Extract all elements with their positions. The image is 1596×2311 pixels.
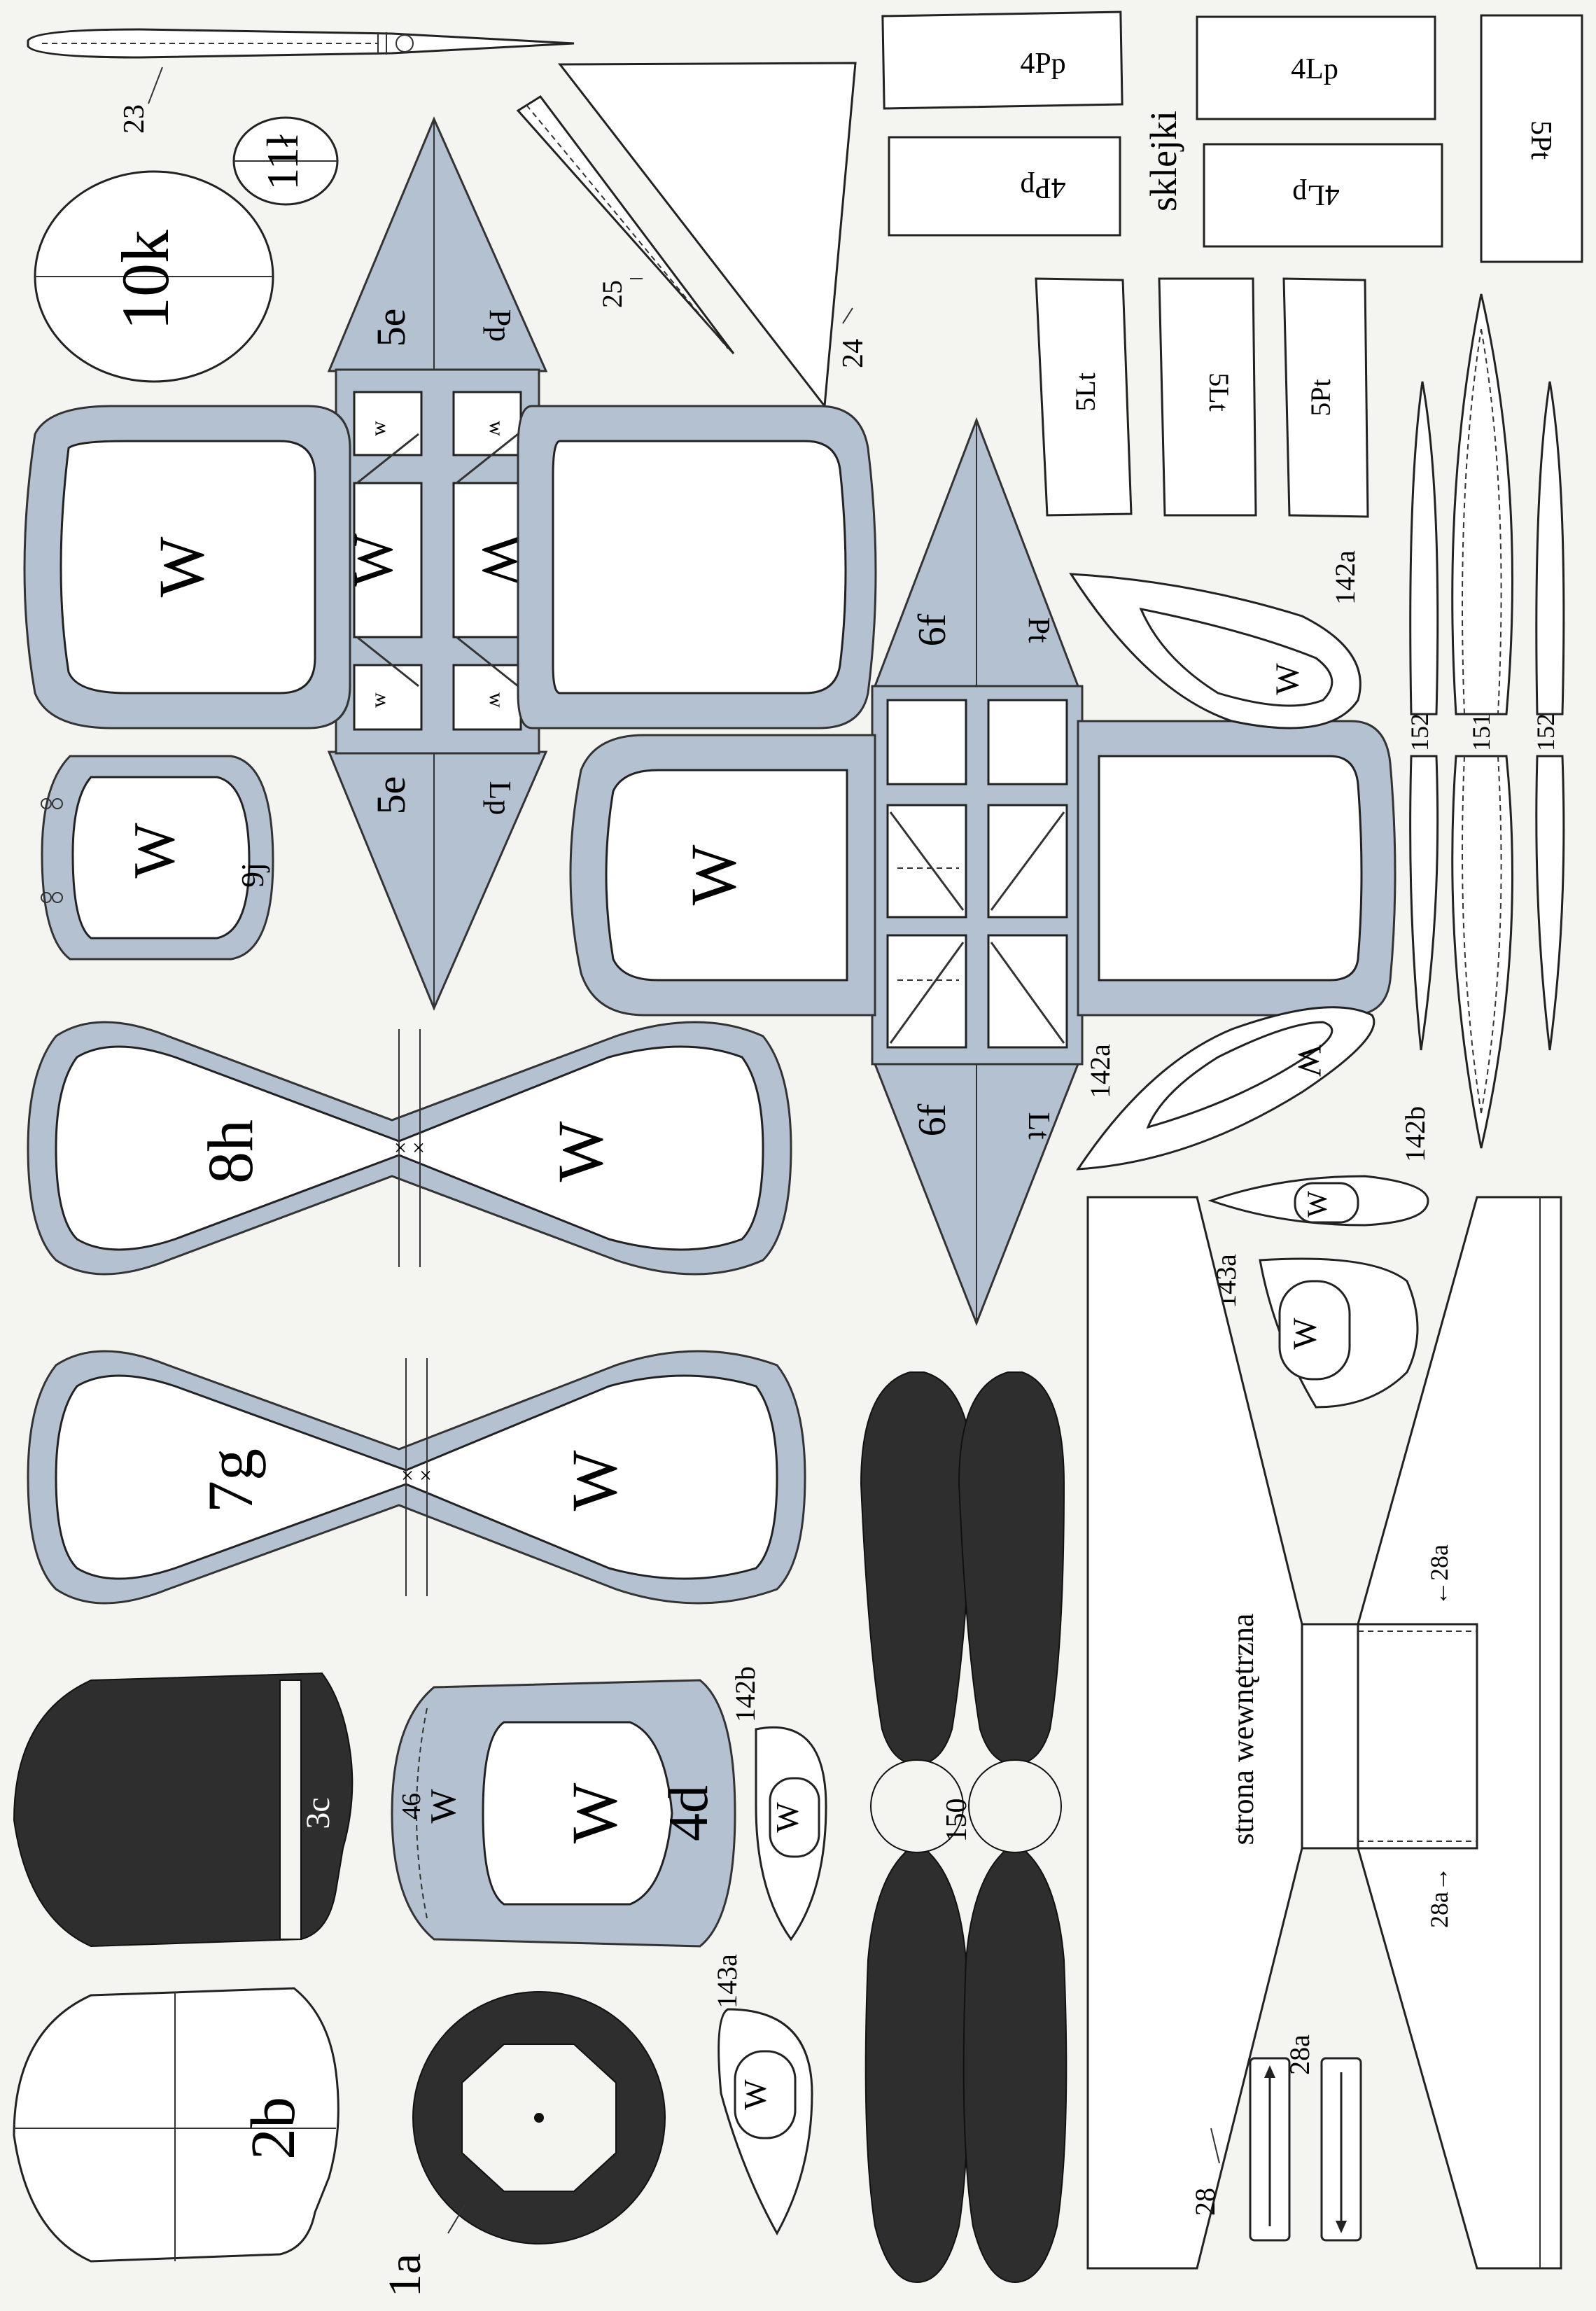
label-28a-right: 28a→ [1425, 1866, 1453, 1928]
label-10k: 10k [108, 230, 183, 330]
label-2b: 2b [239, 2097, 308, 2160]
part-4d: W 4d 46 W [391, 1679, 736, 1948]
part-25: 25 [516, 95, 735, 354]
label-4d: 4d [658, 1785, 720, 1841]
w-mark-46: W [424, 1789, 463, 1823]
part-23: 23 [27, 28, 575, 134]
label-142b-upper: 142b [1399, 1106, 1431, 1162]
w-mark-upper-5: w [367, 692, 390, 708]
part-9j: W 9j [41, 755, 274, 961]
frame-assembly-6f: 6f Pt 6f Lt W [569, 417, 1396, 1327]
label-6f-top: 6f [911, 613, 954, 646]
label-142b-lower: 142b [729, 1666, 761, 1722]
part-142b-upper: W 142b [1208, 1106, 1431, 1227]
sheet-title: sklejki [1142, 111, 1184, 211]
label-Lt: Lt [1022, 1112, 1056, 1139]
w-mark-ring-6f: W [678, 844, 749, 905]
frame-assembly-5e: 5e Pp 5e Lp w w W W w w W [23, 116, 877, 1011]
label-9j: 9j [234, 863, 270, 888]
part-142a-upper: W 142a [1069, 550, 1362, 729]
label-25: 25 [596, 280, 628, 308]
part-143a-upper: W 143a [1210, 1254, 1419, 1409]
x-mark-7g-2: × [419, 1462, 432, 1488]
label-5Pt-side: 5Pt [1525, 120, 1557, 160]
x-mark-8h-2: × [412, 1135, 425, 1160]
label-151: 151 [1467, 713, 1495, 751]
label-3c: 3c [300, 1797, 337, 1829]
part-1a: 1a [379, 1991, 666, 2297]
w-mark-upper-6: w [485, 692, 508, 708]
x-mark-7g-1: × [401, 1462, 414, 1488]
w-mark-143a-lower: W [737, 2079, 773, 2110]
part-3c: 3c [13, 1672, 354, 1948]
wing-struts: 152 151 152 [1406, 293, 1565, 1149]
part-8h: × × 8h W [27, 1021, 792, 1276]
label-152-b: 152 [1532, 713, 1560, 751]
label-24: 24 [837, 339, 869, 368]
label-142a-upper: 142a [1329, 550, 1361, 605]
label-5e-bottom: 5e [368, 776, 414, 815]
part-2b: 2b [13, 1987, 340, 2263]
part-24: 24 [557, 62, 869, 409]
w-mark-upper-2: w [485, 421, 508, 436]
part-7g: × × 7g W [27, 1350, 806, 1605]
part-10k: 10k [34, 170, 274, 383]
label-143a-lower: 143a [711, 1954, 743, 2009]
label-28: 28 [1189, 2188, 1221, 2216]
w-mark-upper-3: W [343, 533, 405, 587]
w-mark-ring-left: W [146, 536, 217, 597]
part-142a-lower: W 142a [1076, 1006, 1376, 1171]
label-152-a: 152 [1406, 713, 1434, 751]
label-11l: 11ł [258, 134, 307, 190]
w-mark-9j: W [122, 823, 187, 879]
label-7g: 7g [195, 1448, 266, 1513]
part-11l: 11ł [232, 116, 339, 206]
label-23: 23 [118, 104, 150, 134]
label-1a: 1a [379, 2254, 430, 2297]
label-142a-lower: 142a [1084, 1044, 1116, 1098]
label-4Lp-top: 4Lp [1291, 53, 1338, 85]
w-mark-142b-upper: W [1301, 1191, 1333, 1217]
label-5Lt-b: 5Lt [1203, 372, 1235, 412]
label-4Pp-bottom: 4Pp [1020, 172, 1065, 204]
inner-side-label: strona wewnętrzna [1226, 1613, 1260, 1845]
label-4Lp-bottom: 4Lp [1292, 179, 1340, 211]
w-mark-upper-1: w [367, 421, 390, 436]
w-mark-7g: W [559, 1450, 630, 1511]
w-mark-142b-lower: W [769, 1802, 805, 1833]
label-8h: 8h [195, 1119, 266, 1184]
part-142b-lower: W 142b [729, 1666, 827, 1941]
label-Lp: Lp [483, 781, 517, 816]
label-Pp: Pp [483, 309, 517, 342]
label-4Pp-top: 4Pp [1020, 48, 1065, 80]
w-mark-142a-upper: W [1269, 663, 1306, 695]
w-mark-8h: W [545, 1121, 616, 1182]
w-mark-143a-upper: W [1287, 1318, 1324, 1350]
label-150: 150 [941, 1799, 973, 1843]
part-143a-lower: W 143a [711, 1954, 813, 2236]
w-mark-4d: W [559, 1782, 630, 1843]
x-mark-8h-1: × [394, 1135, 407, 1160]
label-5Pt: 5Pt [1305, 379, 1336, 416]
part-150-propeller: 150 [860, 1371, 1068, 2284]
label-6f-bottom: 6f [911, 1103, 954, 1136]
label-28a-left: ←28a [1425, 1544, 1453, 1606]
label-Pt: Pt [1022, 617, 1056, 643]
part-28-wing-center: strona wewnętrzna ←28a 28a→ 28 28a [1086, 1196, 1562, 2270]
label-46: 46 [397, 1793, 426, 1820]
plywood-pieces: 4Pp 4Pp 4Lp 4Lp sklejki 5Pt 5Lt 5Lt 5Pt [881, 11, 1583, 518]
w-mark-142a-lower: W [1291, 1045, 1328, 1077]
label-5Lt-a: 5Lt [1070, 372, 1101, 412]
label-5e-top: 5e [368, 309, 414, 347]
